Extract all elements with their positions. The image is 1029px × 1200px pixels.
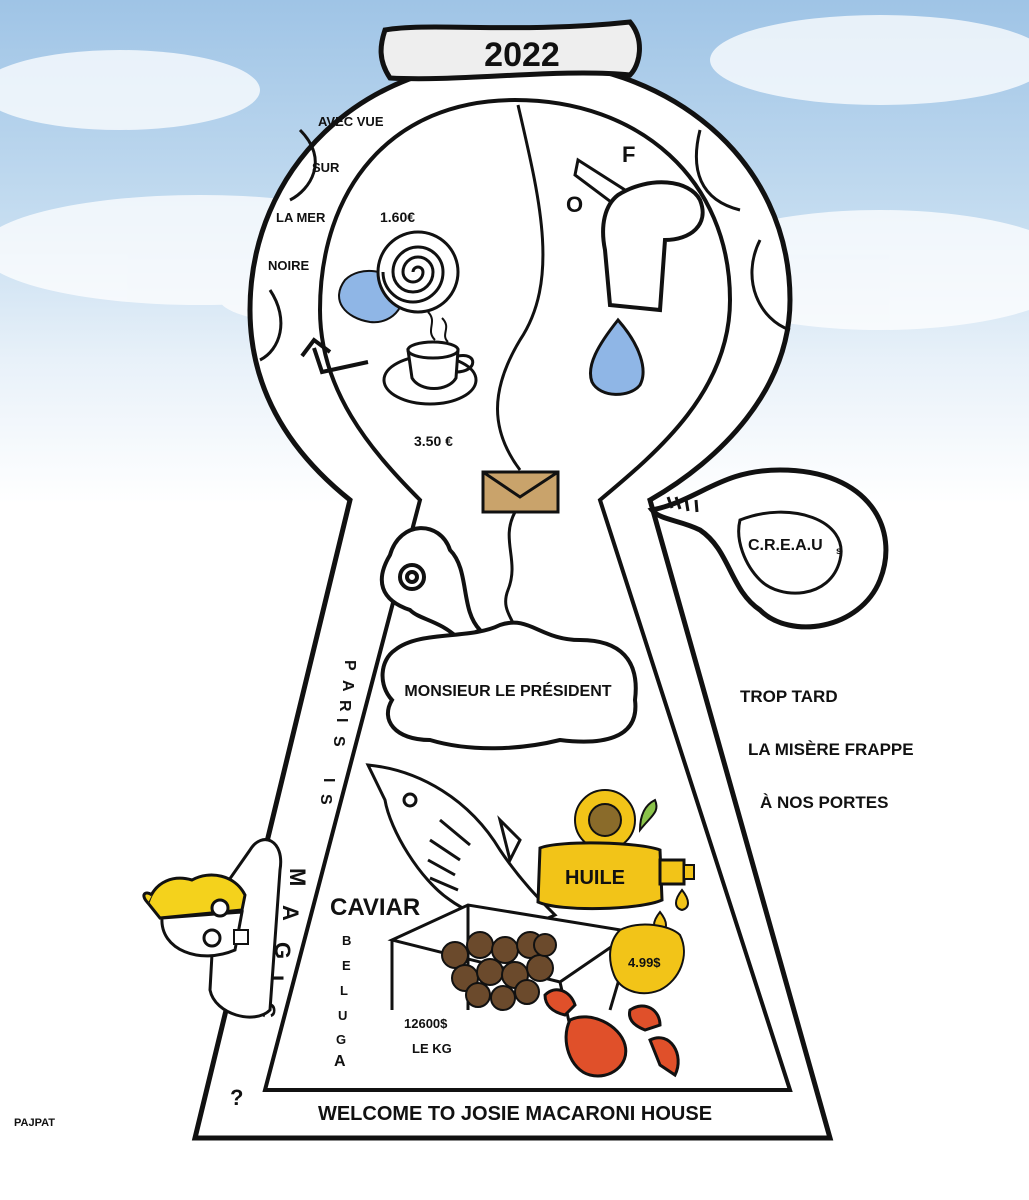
beluga-letter-6: A: [334, 1053, 346, 1070]
president-cloud-text: MONSIEUR LE PRÉSIDENT: [404, 681, 611, 700]
arrow-icon: [300, 337, 369, 375]
pastry-icon: [376, 230, 460, 314]
caviar-price-line1: 12600$: [404, 1016, 448, 1031]
beluga-letter-4: U: [338, 1008, 347, 1023]
president-cloud-shape: [380, 620, 638, 751]
peeking-character-icon: [142, 838, 283, 1019]
water-drop-icon: [589, 317, 645, 396]
creaus-bubble-text: C.R.E.A.U: [748, 537, 823, 554]
magic-letter-1: M: [285, 868, 310, 886]
coffee-cup-icon: [382, 311, 478, 406]
bottom-banner-text: WELCOME TO JOSIE MACARONI HOUSE: [318, 1103, 712, 1125]
tap-letter-o: O: [566, 192, 583, 217]
envelope-string: [504, 511, 517, 631]
paris-letter-4: I: [333, 718, 350, 722]
right-text-3: À NOS PORTES: [760, 793, 888, 812]
sea-caption-3: LA MER: [276, 210, 326, 225]
year-banner-text: 2022: [484, 36, 560, 74]
caviar-title: CAVIAR: [330, 894, 420, 921]
coffee-price: 3.50 €: [414, 433, 453, 449]
magic-letter-4: I: [263, 975, 288, 981]
pastry-price: 1.60€: [380, 209, 415, 225]
sea-caption-2: SUR: [312, 160, 340, 175]
sea-caption-4: NOIRE: [268, 258, 310, 273]
artist-signature: PAJPAT: [14, 1117, 55, 1129]
beluga-letter-5: G: [336, 1032, 346, 1047]
tap-icon: [573, 157, 705, 313]
question-mark: ?: [230, 1085, 243, 1110]
sea-caption-1: AVEC VUE: [318, 114, 384, 129]
beluga-letter-3: L: [340, 983, 348, 998]
paris-letter-2: A: [339, 680, 356, 692]
beluga-letter-2: E: [342, 958, 351, 973]
magic-letter-2: A: [278, 905, 303, 921]
right-text-1: TROP TARD: [740, 687, 838, 706]
oil-price-tag-shape: [609, 923, 685, 995]
paris-letter-1: P: [341, 660, 358, 671]
sturgeon-fish-icon: [365, 763, 558, 932]
oil-bottle-icon: [536, 841, 695, 911]
beluga-letter-1: B: [342, 933, 351, 948]
continent-doodles: [259, 128, 791, 362]
envelope-icon: [481, 470, 560, 514]
caviar-price-line2: LE KG: [412, 1041, 452, 1056]
is-letter-2: S: [317, 794, 334, 805]
tap-letter-f: F: [622, 142, 635, 167]
creaus-bubble-inner: [737, 510, 843, 595]
oil-price: 4.99$: [628, 955, 661, 970]
magic-letter-3: G: [270, 942, 295, 959]
caviar-pile-icon: [441, 931, 557, 1011]
year-banner-shape: [378, 19, 642, 82]
is-letter-1: I: [320, 778, 337, 782]
creaus-bubble-suffix: s: [836, 546, 842, 557]
divider-line: [496, 104, 545, 471]
lobster-icon: [543, 988, 680, 1078]
keyhole-inner-outline: [262, 97, 793, 1092]
oil-label: HUILE: [565, 867, 625, 889]
paris-letter-3: R: [336, 700, 353, 712]
paris-letter-5: S: [330, 736, 347, 747]
creaus-tick-marks: [666, 496, 699, 513]
right-text-2: LA MISÈRE FRAPPE: [748, 740, 914, 759]
